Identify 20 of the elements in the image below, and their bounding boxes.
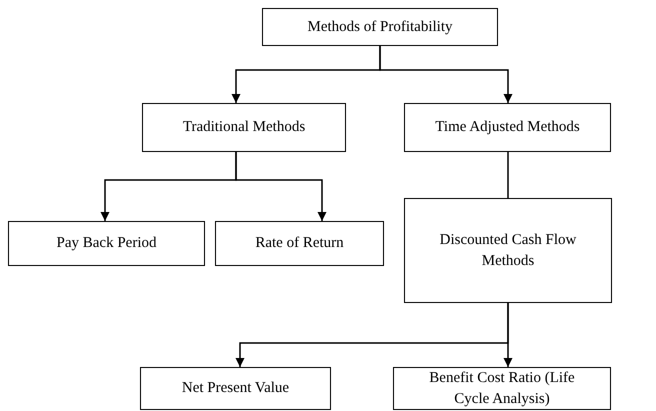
box-label: Traditional Methods <box>182 118 306 138</box>
process-box <box>262 8 498 46</box>
process-box <box>140 367 331 410</box>
process-box <box>404 103 611 152</box>
process-box <box>404 198 612 303</box>
process-box <box>8 221 205 266</box>
process-box <box>215 221 384 266</box>
box-label: Time Adjusted Methods <box>435 118 580 138</box>
box-label: Benefit Cost Ratio (Life Cycle Analysis) <box>428 369 576 408</box>
arrow <box>235 152 326 221</box>
box-label: Pay Back Period <box>56 234 156 254</box>
box-label: Methods of Profitability <box>308 18 452 37</box>
box-label: Rate of Return <box>255 234 344 254</box>
process-box <box>393 367 611 410</box>
process-box <box>142 103 346 152</box>
arrow <box>504 303 512 367</box>
connector-line <box>507 152 509 198</box>
box-label: Discounted Cash Flow Methods <box>438 231 578 270</box>
arrow <box>379 46 512 103</box>
box-label: Net Present Value <box>182 379 290 398</box>
